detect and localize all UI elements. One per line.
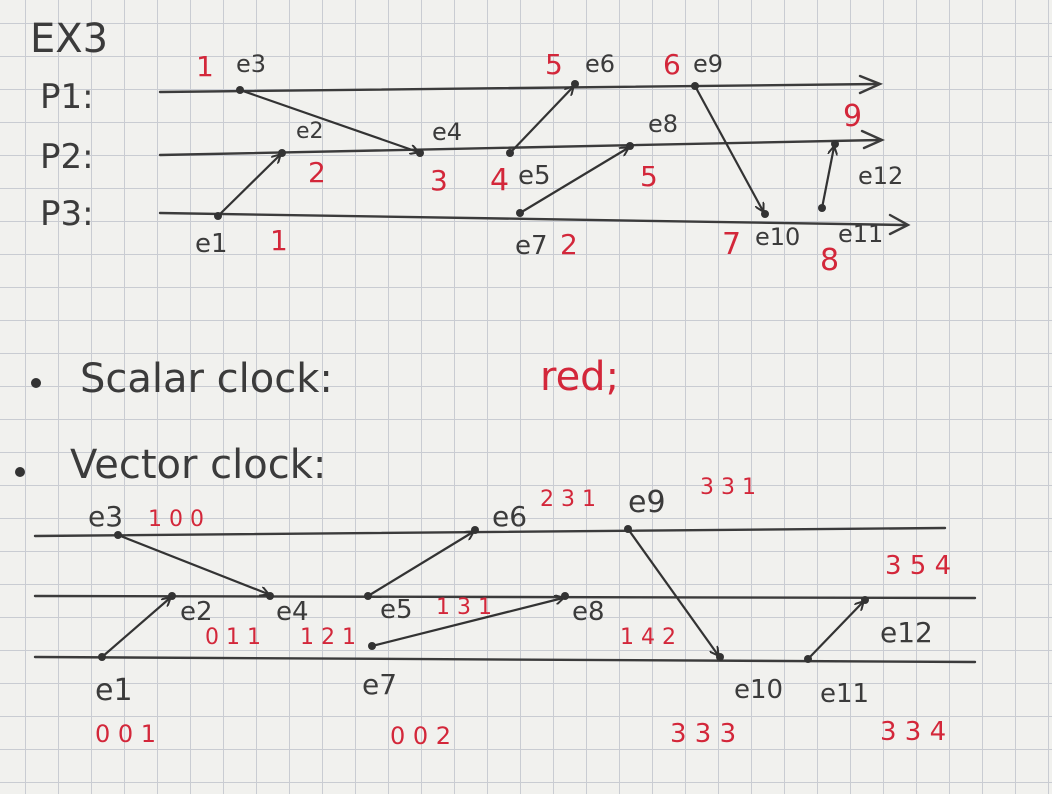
message-e3-to-e4 (239, 88, 418, 152)
scalar-e7: 2 (560, 228, 578, 261)
vector-clock-e3: 1 0 0 (148, 507, 204, 532)
event-label-e1: e1 (195, 229, 228, 259)
vector-clock-e6: 2 3 1 (540, 487, 596, 512)
vector-clock-e8: 1 4 2 (620, 625, 676, 650)
vector-event-label-e8: e8 (572, 597, 605, 627)
process-label-p1: P1: (40, 77, 94, 117)
vector-clock-e4: 1 2 1 (300, 625, 356, 650)
vector-event-label-e7: e7 (362, 668, 397, 701)
event-label-e8: e8 (648, 110, 678, 138)
scalar-clock-label: Scalar clock: (80, 356, 333, 402)
vector-event-label-e6: e6 (492, 500, 527, 533)
event-label-e6: e6 (585, 50, 615, 78)
message-e5-to-e6 (509, 87, 573, 154)
timeline-p2-arrowhead (860, 129, 885, 150)
event-dot-e12 (831, 140, 839, 148)
vector-clock-e7: 0 0 2 (390, 722, 451, 750)
message-e11-to-e12 (820, 147, 834, 209)
event-label-e7: e7 (515, 231, 548, 261)
event-label-e3: e3 (236, 50, 266, 78)
vector-clock-e11: 3 3 4 (880, 717, 946, 747)
vector-clock-e5: 1 3 1 (436, 595, 492, 620)
vector-event-label-e4: e4 (276, 597, 309, 627)
scalar-e3: 1 (196, 50, 214, 83)
event-dot-e4 (416, 149, 424, 157)
event-label-e5: e5 (518, 161, 551, 191)
scalar-e9: 6 (663, 48, 681, 81)
vector-message-e1-to-e2 (101, 598, 170, 658)
scalar-e4: 3 (430, 164, 448, 197)
exercise-title: EX3 (30, 16, 108, 62)
vector-clock-e10: 3 3 3 (670, 719, 736, 749)
vector-event-label-e3: e3 (88, 500, 123, 533)
timeline-p3 (158, 211, 907, 227)
vector-event-label-e1: e1 (95, 673, 133, 708)
scalar-e10: 7 (722, 227, 741, 262)
scalar-e5: 4 (490, 163, 509, 198)
process-label-p2: P2: (40, 137, 94, 177)
vector-timeline-p1 (33, 526, 947, 538)
timeline-p3-arrowhead (888, 213, 911, 236)
vector-timeline-p2 (33, 594, 977, 600)
message-e7-to-e8 (519, 148, 628, 214)
vector-timeline-p3 (33, 655, 977, 664)
message-e9-to-e10 (694, 85, 763, 211)
bullet-vector (15, 467, 25, 477)
vector-event-label-e2: e2 (180, 597, 213, 627)
scalar-e8: 5 (640, 160, 658, 193)
vector-event-label-e11: e11 (820, 679, 869, 709)
vector-clock-label: Vector clock: (70, 442, 326, 488)
scalar-clock-value: red; (540, 354, 619, 400)
vector-clock-e12: 3 5 4 (885, 551, 951, 581)
vector-message-e9-to-e10 (627, 528, 718, 655)
vector-message-e11-to-e12 (807, 602, 863, 660)
event-label-e4: e4 (432, 118, 462, 146)
scalar-e2: 2 (308, 156, 326, 189)
vector-message-e5-to-e6 (367, 532, 473, 597)
scalar-e11: 8 (820, 243, 839, 278)
scalar-e6: 5 (545, 48, 563, 81)
event-label-e10: e10 (755, 223, 800, 251)
process-label-p3: P3: (40, 194, 94, 234)
event-label-e12: e12 (858, 162, 903, 190)
vector-clock-e2: 0 1 1 (205, 625, 261, 650)
message-e1-to-e2 (217, 155, 280, 217)
timeline-p1-arrowhead (858, 74, 884, 95)
event-label-e2: e2 (296, 119, 324, 144)
vector-message-e3-to-e4 (117, 533, 268, 594)
vector-event-label-e5: e5 (380, 595, 413, 625)
vector-clock-e1: 0 0 1 (95, 720, 156, 748)
bullet-scalar (31, 378, 41, 388)
event-label-e9: e9 (693, 50, 723, 78)
scalar-e1: 1 (270, 224, 288, 257)
vector-event-label-e10: e10 (734, 675, 783, 705)
scalar-p1-end: 9 (843, 99, 862, 134)
event-label-e11: e11 (838, 220, 883, 248)
timeline-p1 (158, 82, 880, 94)
vector-event-label-e9: e9 (628, 485, 666, 520)
vector-message-e7-to-e8 (371, 598, 563, 648)
vector-clock-e9: 3 3 1 (700, 475, 756, 500)
vector-event-label-e12: e12 (880, 616, 933, 649)
